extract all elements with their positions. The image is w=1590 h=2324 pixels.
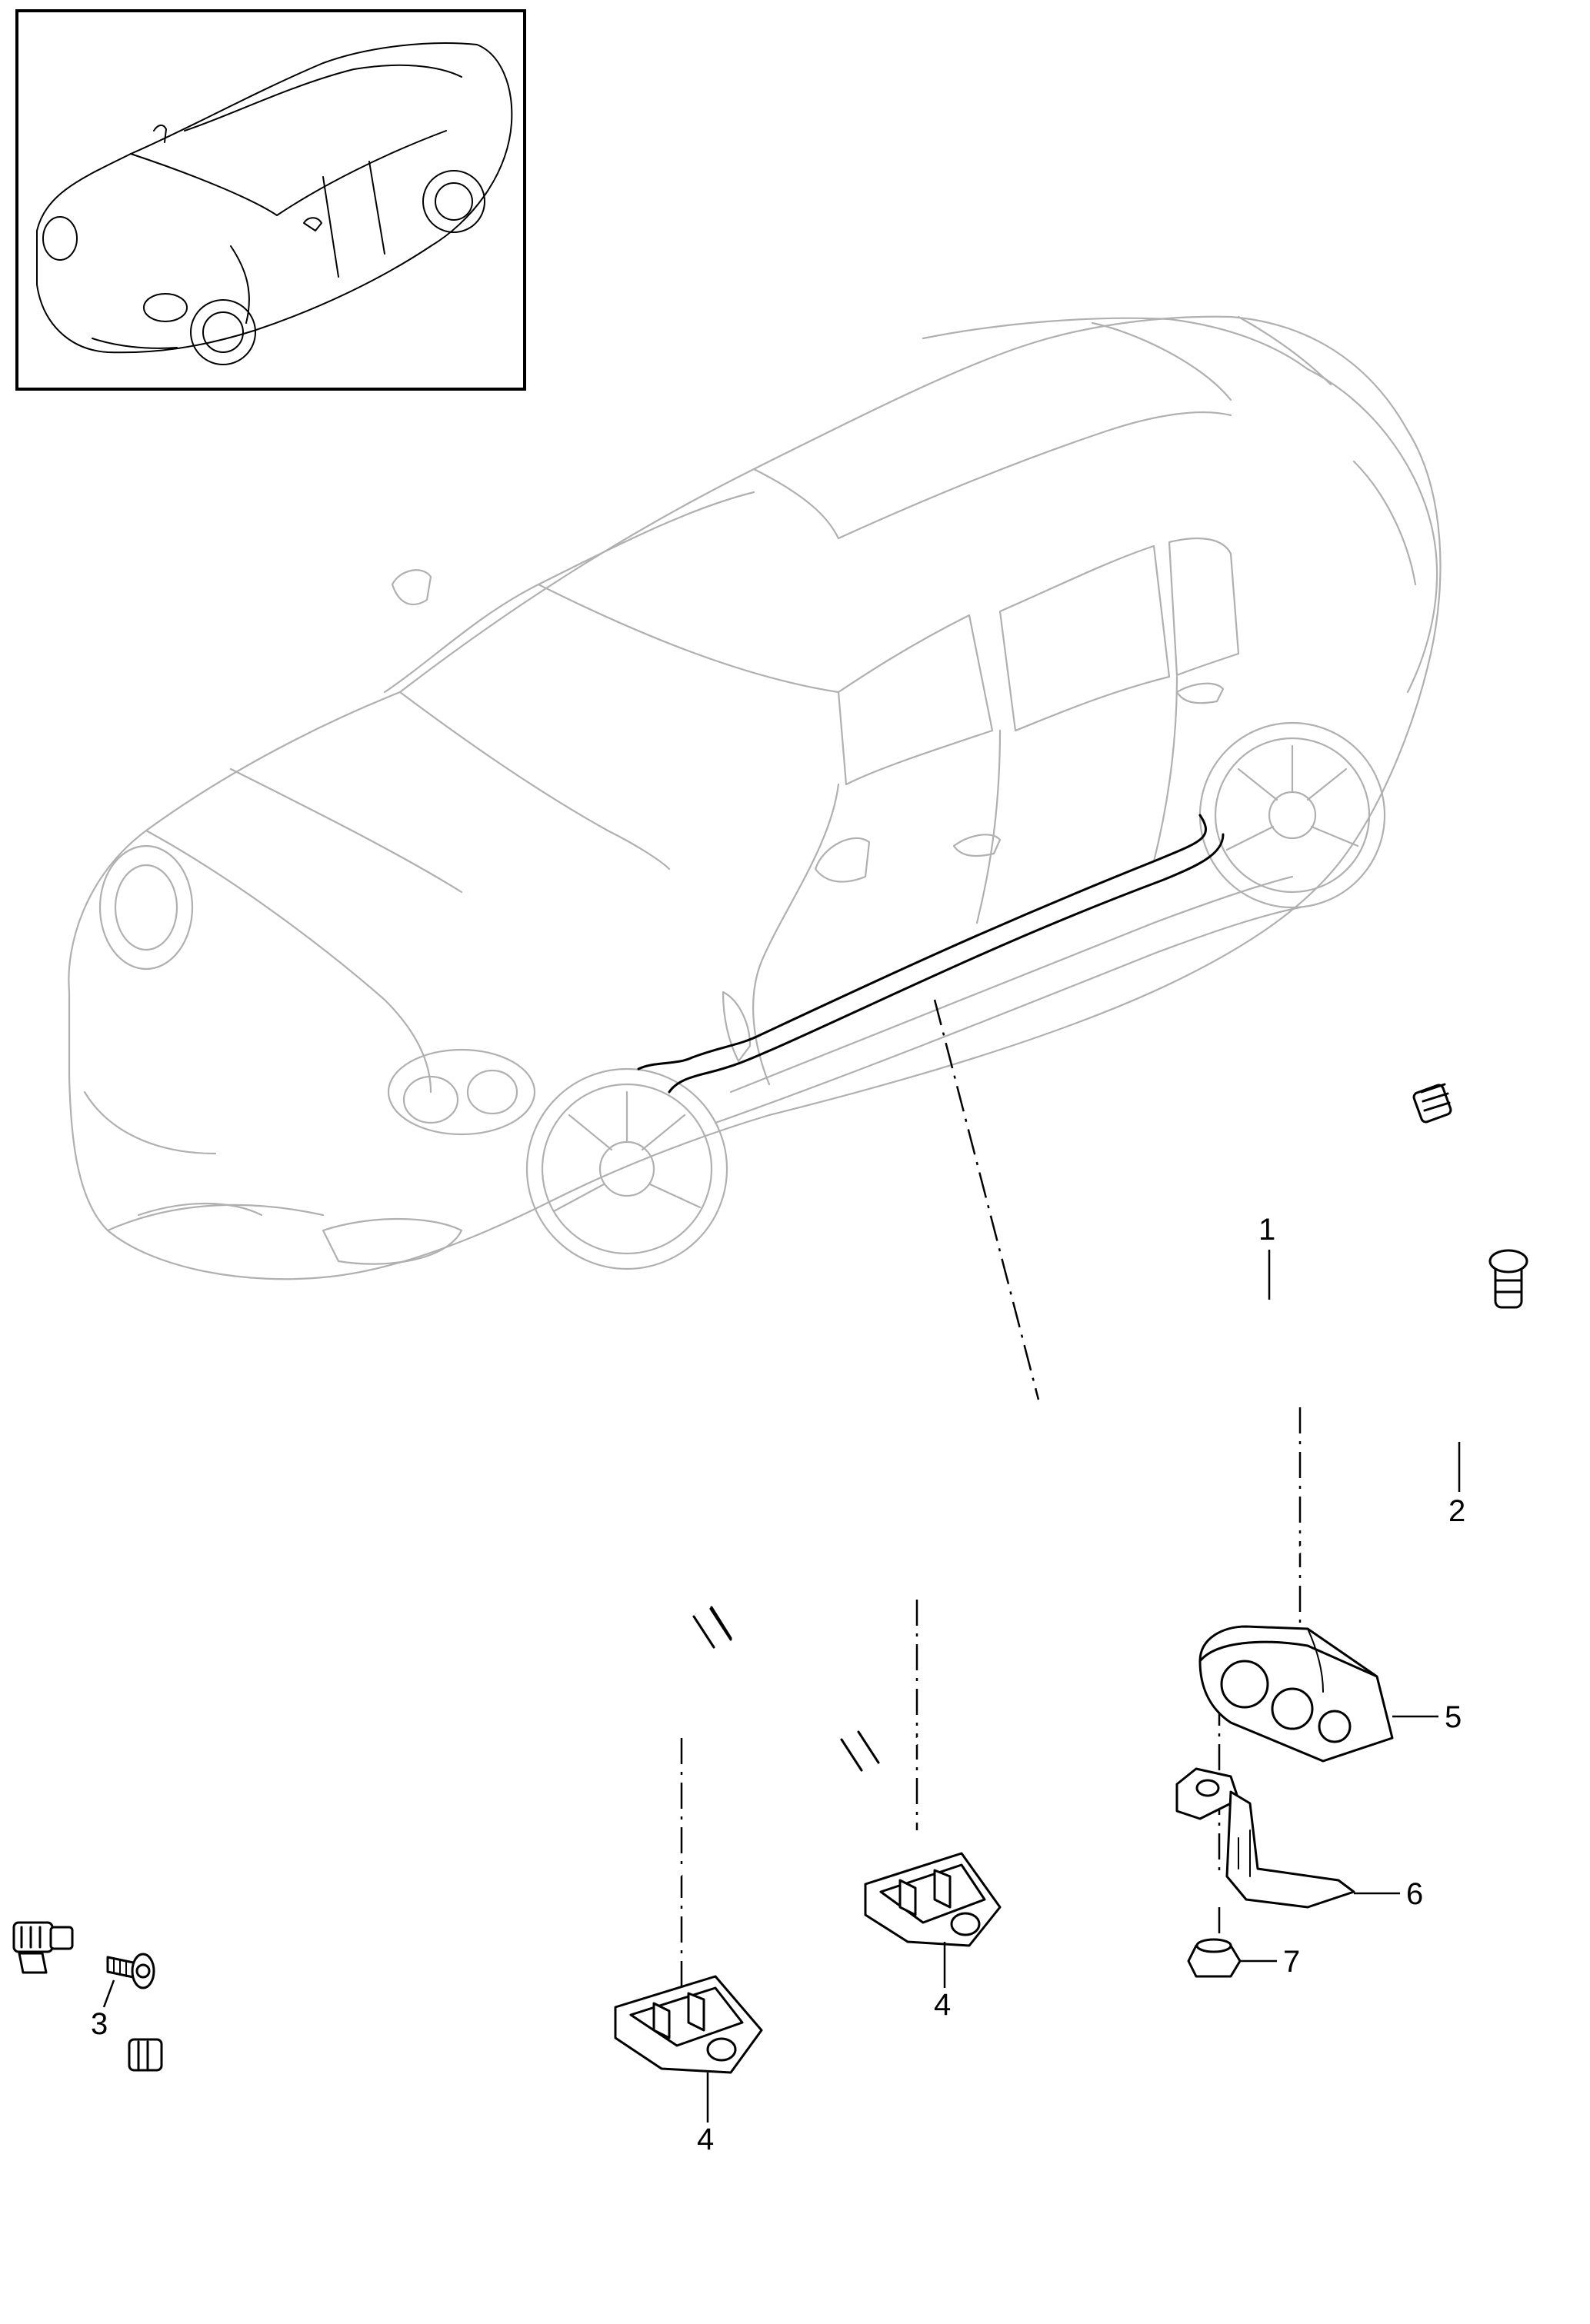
line-1 [12,1083,1452,1974]
line-1-top-fitting [1412,1083,1452,1124]
grommet [1198,1625,1438,1763]
clip-b [864,1852,1002,1988]
car-outline [68,315,1442,1280]
callout-labels: 1 2 3 4 4 5 6 7 [91,1213,1465,2156]
inset-car-drawing [36,42,513,365]
callout-4a: 4 [697,2123,714,2156]
clip-a [614,1975,763,2123]
callout-4b: 4 [934,1988,951,2022]
callout-1: 1 [1258,1213,1275,1247]
inset-thumbnail [15,9,526,391]
callout-6: 6 [1406,1877,1423,1911]
callout-3: 3 [91,2007,108,2041]
callout-2: 2 [1448,1494,1465,1528]
installed-lines-highlight [637,814,1225,1094]
nut [1187,1938,1277,1978]
line-2-top-fitting [1488,1249,1528,1309]
line-1-bottom-fitting [12,1921,74,1974]
callout-5: 5 [1445,1700,1462,1734]
bracket [1175,1767,1400,1909]
alignment-lines [680,999,1302,2007]
bolt [102,1953,155,2008]
line-2-bottom-fitting [128,2038,163,2072]
callout-7: 7 [1283,1945,1300,1979]
line-2 [128,1249,1528,2072]
